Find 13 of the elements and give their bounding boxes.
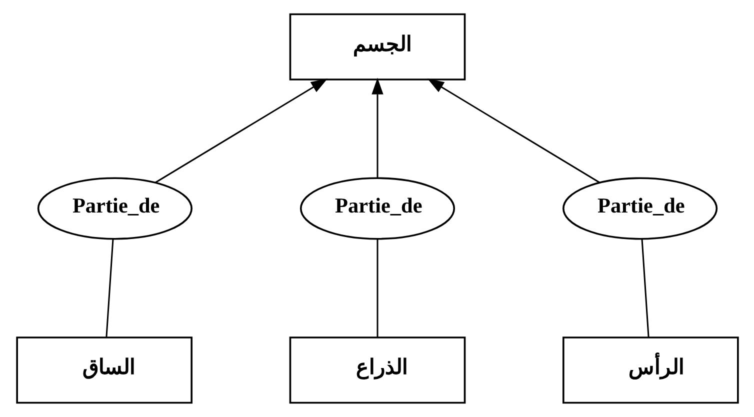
node-box: الساق xyxy=(16,336,192,404)
connector xyxy=(105,239,114,338)
node-ellipse: Partie_de xyxy=(36,177,192,240)
arrow xyxy=(426,78,600,184)
connector xyxy=(376,239,378,338)
node-ellipse: Partie_de xyxy=(299,177,455,240)
arrow xyxy=(154,78,328,184)
arrow xyxy=(371,78,383,178)
node-ellipse: Partie_de xyxy=(562,177,718,240)
node-box: الجسم xyxy=(288,13,466,80)
connector xyxy=(640,239,649,338)
node-box: الذراع xyxy=(288,336,466,404)
node-box: الرأس xyxy=(562,336,738,404)
